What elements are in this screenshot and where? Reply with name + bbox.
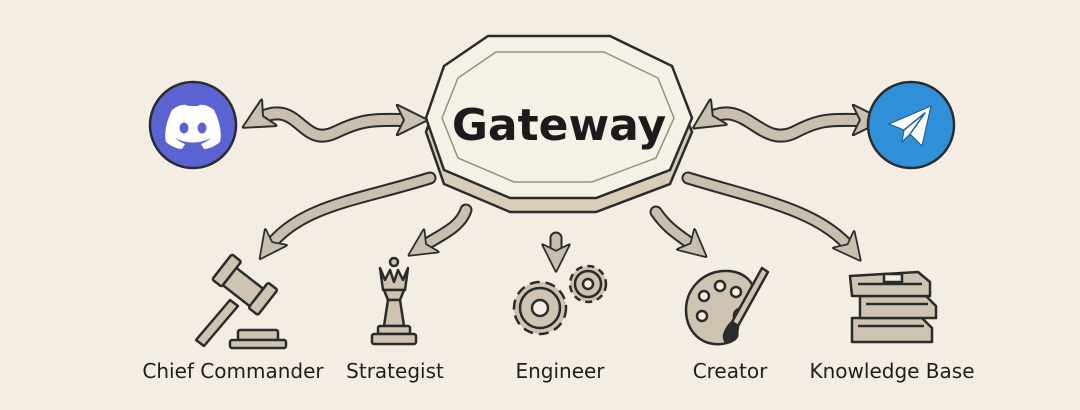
- palette-icon: [684, 266, 770, 346]
- agent-label: Creator: [693, 359, 768, 383]
- discord-icon: [165, 104, 221, 149]
- telegram-connector-arrow: [706, 113, 868, 141]
- agent-label: Chief Commander: [142, 359, 324, 383]
- telegram-icon: [888, 105, 932, 147]
- agent-connectors: [268, 171, 852, 258]
- agent-label: Engineer: [515, 359, 605, 383]
- hub-inner-outline: [441, 51, 675, 183]
- agent-label: Knowledge Base: [810, 359, 975, 383]
- agent-engineer: Engineer: [512, 264, 608, 383]
- agent-label: Strategist: [346, 359, 444, 383]
- gears-icon: [512, 264, 608, 336]
- connector-creator: [651, 207, 696, 248]
- agent-chief-commander: Chief Commander: [142, 253, 324, 383]
- hub-top: [424, 34, 694, 200]
- gateway-hub: Gateway: [424, 34, 694, 214]
- agent-knowledge-base: Knowledge Base: [810, 270, 975, 383]
- agent-strategist: Strategist: [346, 256, 444, 383]
- discord-connector-arrow: [256, 113, 412, 141]
- books-icon: [848, 270, 938, 344]
- discord-channel: [148, 80, 238, 170]
- hub-title: Gateway: [452, 100, 666, 151]
- chess-queen-icon: [370, 256, 418, 346]
- telegram-channel: [866, 80, 956, 170]
- gavel-icon: [194, 253, 288, 350]
- connector-knowledge-base: [683, 173, 852, 250]
- connector-strategist: [420, 205, 471, 248]
- agent-creator: Creator: [684, 266, 770, 383]
- connector-chief-commander: [268, 173, 435, 248]
